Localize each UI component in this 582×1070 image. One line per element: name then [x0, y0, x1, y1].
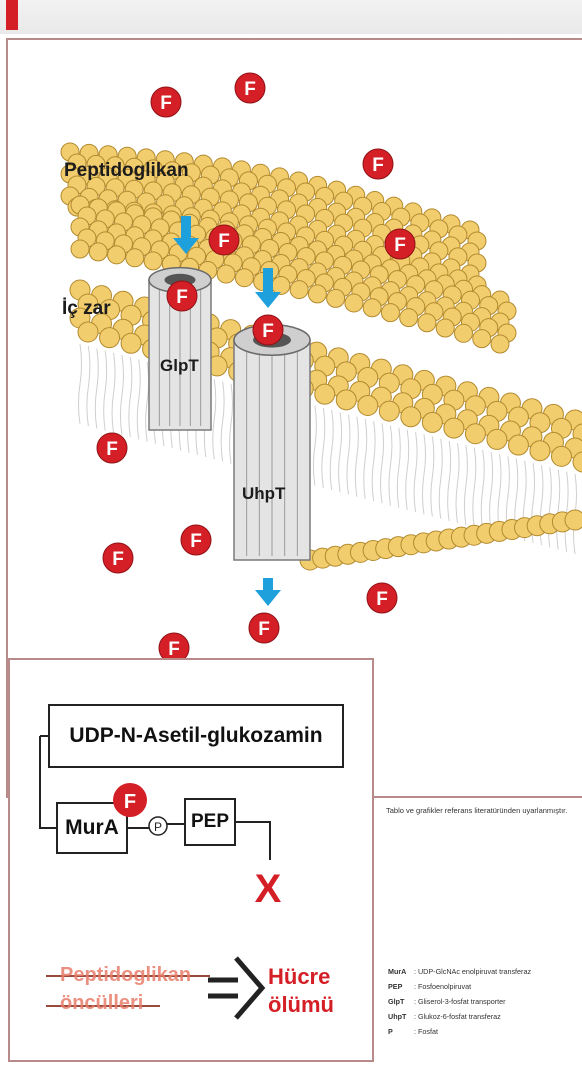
- legend-desc: : Glukoz-6-fosfat transferaz: [414, 1009, 501, 1024]
- inhibition-x-icon: X: [255, 867, 282, 911]
- fosfomycin-molecule-icon: F: [113, 783, 147, 817]
- legend-abbr: P: [388, 1024, 414, 1039]
- cell-death-line-1: Hücre: [268, 964, 330, 990]
- legend-row: UhpT: Glukoz-6-fosfat transferaz: [388, 1009, 580, 1024]
- mura-inhibitor-symbol: F: [124, 791, 136, 813]
- phosphate-symbol: P: [154, 820, 162, 834]
- legend-row: MurA: UDP-GlcNAc enolpiruvat transferaz: [388, 964, 580, 979]
- abbreviation-legend: MurA: UDP-GlcNAc enolpiruvat transferaz …: [388, 964, 580, 1039]
- phosphate-icon: P: [149, 817, 167, 835]
- precursor-line-2: öncülleri: [60, 992, 143, 1015]
- legend-abbr: MurA: [388, 964, 414, 979]
- legend-desc: : UDP-GlcNAc enolpiruvat transferaz: [414, 964, 531, 979]
- legend-row: GlpT: Gliserol-3-fosfat transporter: [388, 994, 580, 1009]
- legend-abbr: GlpT: [388, 994, 414, 1009]
- legend-desc: : Fosfoenolpiruvat: [414, 979, 471, 994]
- precursor-line-1: Peptidoglikan: [60, 964, 191, 987]
- cell-death-line-2: ölümü: [268, 992, 334, 1018]
- legend-row: PEP: Fosfoenolpiruvat: [388, 979, 580, 994]
- legend-desc: : Fosfat: [414, 1024, 438, 1039]
- legend-row: P: Fosfat: [388, 1024, 580, 1039]
- legend-desc: : Gliserol-3-fosfat transporter: [414, 994, 505, 1009]
- legend-abbr: PEP: [388, 979, 414, 994]
- double-arrow-icon: [208, 958, 262, 1018]
- legend-abbr: UhpT: [388, 1009, 414, 1024]
- credit-note: Tablo ve grafikler referans literatüründ…: [386, 806, 567, 815]
